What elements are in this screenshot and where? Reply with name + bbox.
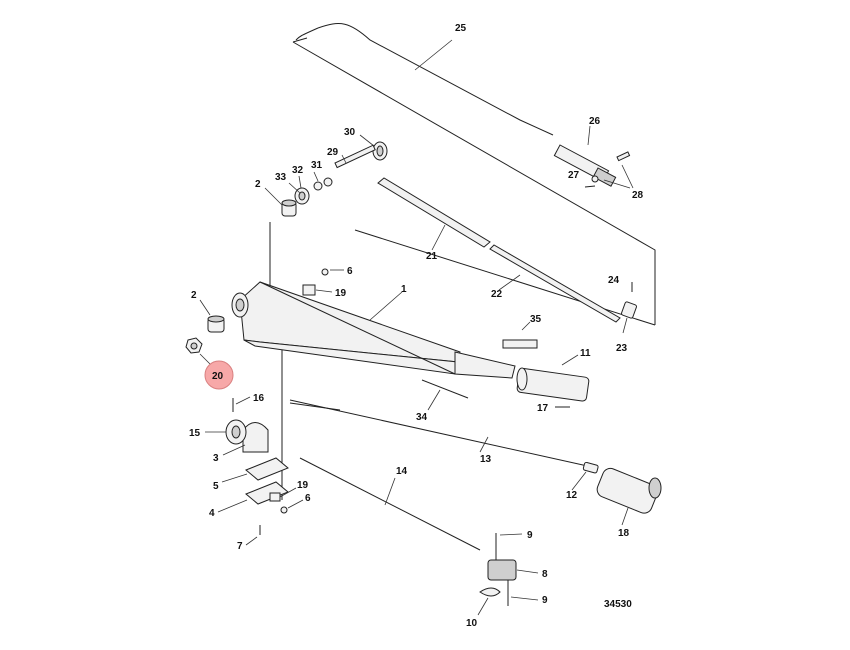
part-14-rod [299, 457, 481, 551]
part-1-tiller-arm [231, 281, 516, 379]
part-23-24-fittings [621, 282, 637, 334]
callout-2-upper[interactable]: 2 [255, 179, 261, 190]
callout-7[interactable]: 7 [237, 541, 243, 552]
part-25-cable [295, 23, 554, 136]
callout-19-lower[interactable]: 19 [297, 480, 309, 491]
callout-34[interactable]: 34 [416, 412, 428, 423]
callout-3[interactable]: 3 [213, 453, 219, 464]
callout-31[interactable]: 31 [311, 160, 323, 171]
callout-labels: 25 26 27 28 30 29 31 32 33 2 21 22 24 23… [189, 23, 644, 629]
part-18-grip [596, 467, 662, 526]
callout-10[interactable]: 10 [466, 618, 478, 629]
callout-19-upper[interactable]: 19 [335, 288, 347, 299]
callout-9-lower[interactable]: 9 [542, 595, 548, 606]
callout-22[interactable]: 22 [491, 289, 503, 300]
callout-15[interactable]: 15 [189, 428, 201, 439]
callout-12[interactable]: 12 [566, 490, 578, 501]
part-35-decal [502, 321, 538, 349]
callout-2-lower[interactable]: 2 [191, 290, 197, 301]
part-26-cable-end [553, 125, 634, 189]
callout-20[interactable]: 20 [212, 371, 224, 382]
callout-5[interactable]: 5 [213, 481, 219, 492]
upper-clip-parts [302, 268, 344, 296]
callout-29[interactable]: 29 [327, 147, 339, 158]
upper-hardware-stack [264, 134, 388, 217]
drawing-number: 34530 [604, 599, 632, 610]
part-7-screw [245, 525, 261, 546]
callout-26[interactable]: 26 [589, 116, 601, 127]
callout-14[interactable]: 14 [396, 466, 408, 477]
part-34-pin [421, 379, 469, 411]
assembly-guide-lines [269, 222, 283, 500]
part-2-bushing [199, 299, 225, 333]
callout-6-upper[interactable]: 6 [347, 266, 353, 277]
callout-1[interactable]: 1 [401, 284, 407, 295]
callout-25[interactable]: 25 [455, 23, 467, 34]
lower-clip-parts [269, 487, 304, 514]
callout-33[interactable]: 33 [275, 172, 287, 183]
callout-28[interactable]: 28 [632, 190, 644, 201]
callout-9-upper[interactable]: 9 [527, 530, 533, 541]
part-11-grip-insert [516, 354, 590, 408]
callout-24[interactable]: 24 [608, 275, 620, 286]
part-3-bracket [205, 396, 269, 456]
callout-20-highlight [204, 360, 234, 390]
callout-18[interactable]: 18 [618, 528, 630, 539]
callout-17[interactable]: 17 [537, 403, 549, 414]
callout-21[interactable]: 21 [426, 251, 438, 262]
part-4-5-plates [217, 457, 289, 513]
callout-27[interactable]: 27 [568, 170, 580, 181]
callout-6-lower[interactable]: 6 [305, 493, 311, 504]
callout-4[interactable]: 4 [209, 508, 215, 519]
part-8-clamp [477, 533, 539, 616]
callout-16[interactable]: 16 [253, 393, 265, 404]
cable-assembly-outline [292, 37, 656, 326]
callout-32[interactable]: 32 [292, 165, 304, 176]
part-21-22-rods [377, 177, 621, 323]
callout-8[interactable]: 8 [542, 569, 548, 580]
callout-11[interactable]: 11 [580, 348, 591, 359]
callout-13[interactable]: 13 [480, 454, 492, 465]
callout-23[interactable]: 23 [616, 343, 628, 354]
part-13-shift-rod [289, 399, 599, 491]
part-20-nut [185, 337, 211, 365]
callout-30[interactable]: 30 [344, 127, 356, 138]
callout-35[interactable]: 35 [530, 314, 542, 325]
